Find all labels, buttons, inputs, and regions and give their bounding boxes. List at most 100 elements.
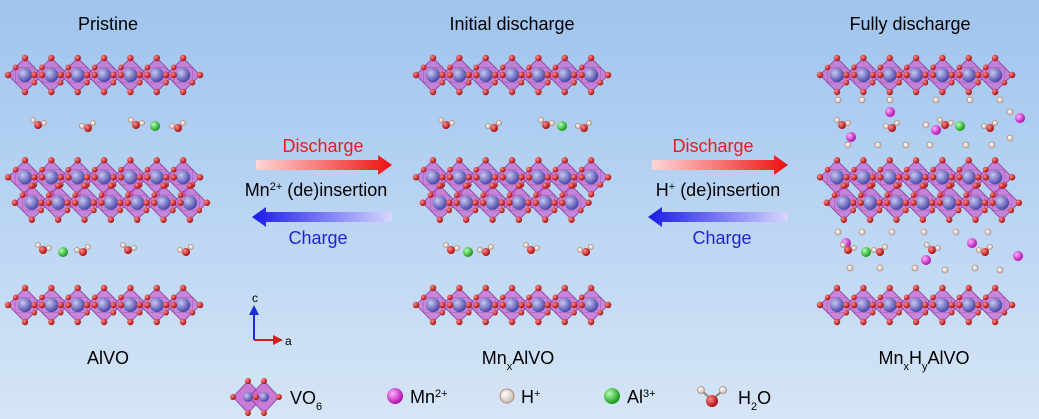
oxygen-atom (965, 88, 972, 96)
oxygen-atom (110, 174, 117, 181)
oxygen-atom (1015, 199, 1023, 206)
water-hydrogen (845, 120, 851, 126)
oxygen-atom (896, 309, 902, 316)
oxygen-atom (81, 182, 88, 189)
oxygen-atom (956, 64, 963, 71)
oxygen-atom (860, 157, 867, 164)
oxygen-atom (420, 294, 427, 301)
vanadium-atom (829, 170, 845, 185)
oxygen-atom (525, 207, 531, 214)
oxygen-atom (903, 207, 909, 214)
oxygen-atom (64, 199, 71, 206)
h-ion (886, 96, 894, 104)
h-ion (834, 228, 842, 236)
oxygen-atom (965, 54, 972, 62)
water-hydrogen (177, 247, 183, 253)
oxygen-atom (39, 294, 45, 301)
vanadium-atom (44, 297, 59, 313)
oxygen-atom (850, 301, 858, 309)
oxygen-atom (447, 64, 453, 71)
oxygen-atom (860, 88, 867, 96)
oxygen-atom (83, 301, 91, 309)
oxygen-atom (57, 174, 64, 181)
vanadium-atom (123, 67, 138, 83)
oxygen-atom (886, 318, 893, 326)
oxygen-atom (974, 301, 982, 309)
oxygen-atom (498, 199, 506, 206)
oxygen-atom (38, 301, 46, 309)
oxygen-atom (535, 54, 542, 62)
oxygen-atom (127, 88, 134, 96)
oxygen-atom (48, 318, 55, 326)
oxygen-atom (965, 284, 972, 292)
oxygen-atom (170, 207, 176, 214)
oxygen-atom (127, 157, 134, 164)
oxygen-atom (532, 199, 540, 206)
oxygen-atom (4, 174, 12, 181)
oxygen-atom (189, 309, 196, 316)
oxygen-atom (823, 199, 830, 206)
water-hydrogen (131, 245, 137, 251)
oxygen-atom (4, 301, 12, 309)
oxygen-atom (843, 174, 850, 181)
discharge-label: Discharge (282, 136, 363, 156)
mn-ion (1015, 113, 1025, 123)
oxygen-atom (179, 88, 187, 96)
h-ion (858, 228, 866, 236)
vanadium-atom (485, 195, 500, 210)
oxygen-atom (429, 318, 437, 326)
oxygen-atom (179, 54, 187, 62)
water-oxygen (986, 124, 994, 132)
oxygen-atom (972, 216, 979, 223)
oxygen-atom (939, 318, 946, 326)
oxygen-atom (991, 284, 999, 292)
oxygen-atom (4, 71, 12, 79)
oxygen-atom (989, 199, 996, 206)
oxygen-atom (578, 166, 585, 173)
oxygen-atom (965, 318, 972, 326)
vanadium-atom (987, 67, 1003, 83)
oxygen-atom (982, 166, 989, 173)
water-hydrogen (477, 247, 483, 253)
vanadium-atom (583, 170, 599, 185)
legend-water-label: H2O (738, 388, 771, 413)
oxygen-atom (39, 166, 45, 173)
oxygen-atom (551, 207, 558, 214)
oxygen-atom (144, 301, 151, 309)
oxygen-atom (895, 174, 903, 181)
oxygen-atom (31, 174, 38, 181)
water-hydrogen (549, 120, 555, 126)
oxygen-atom (948, 174, 955, 181)
oxygen-atom (48, 54, 55, 62)
vanadium-atom (987, 297, 1003, 313)
transition-h-insertion: Discharge H+ (de)insertion Charge (648, 136, 788, 248)
oxygen-atom (420, 166, 427, 173)
oxygen-atom (151, 199, 158, 206)
water-hydrogen (443, 242, 449, 248)
oxygen-atom (559, 192, 565, 198)
water-molecule-icon (697, 386, 727, 407)
water-hydrogen (454, 245, 460, 251)
oxygen-atom (937, 192, 943, 198)
oxygen-atom (956, 174, 963, 181)
water-hydrogen (41, 120, 47, 126)
oxygen-atom (420, 64, 427, 71)
vanadium-atom (856, 170, 871, 185)
panel-title-pristine: Pristine (78, 14, 138, 34)
oxygen-atom (578, 174, 585, 181)
oxygen-atom (561, 157, 568, 164)
oxygen-atom (482, 88, 489, 96)
vanadium-atom (432, 195, 447, 210)
h-ion (834, 96, 842, 104)
oxygen-atom (824, 64, 831, 71)
oxygen-atom (981, 199, 989, 206)
oxygen-atom (170, 71, 177, 79)
oxygen-atom (71, 199, 79, 206)
oxygen-atom (107, 182, 115, 189)
oxygen-atom (465, 79, 472, 86)
water-oxygen (124, 246, 132, 254)
oxygen-atom (922, 79, 929, 86)
vanadium-atom (478, 297, 493, 313)
vanadium-atom (557, 67, 572, 83)
oxygen-atom (196, 207, 203, 214)
